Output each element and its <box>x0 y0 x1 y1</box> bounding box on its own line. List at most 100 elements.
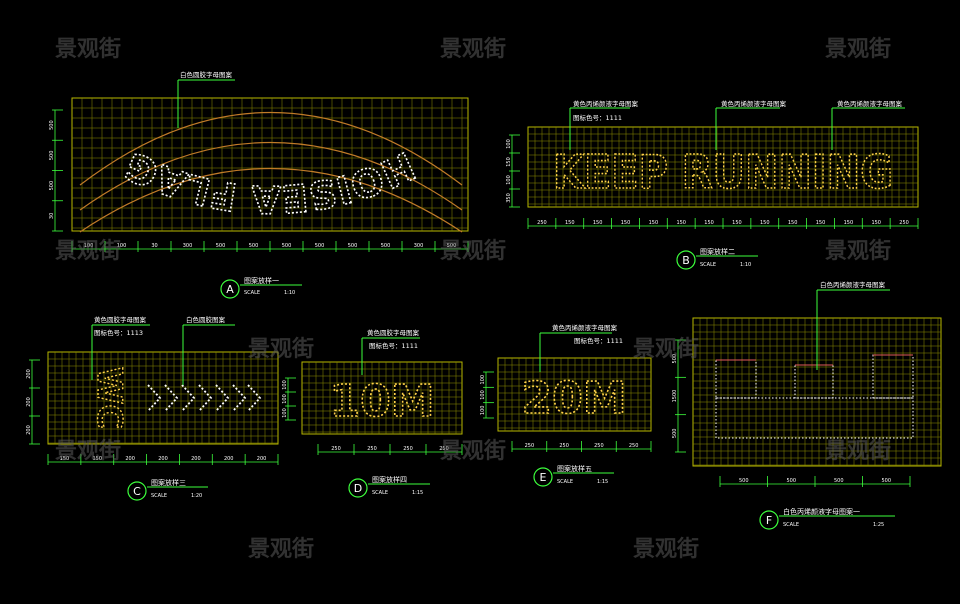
dimension-label: 250 <box>331 446 341 452</box>
watermark-text: 景观街 <box>248 536 314 562</box>
dimension-label: 350 <box>506 193 512 203</box>
dimension-label: 150 <box>60 456 70 462</box>
grid-line-path <box>498 358 651 431</box>
dimension-label: 150 <box>844 220 854 226</box>
chevron-arrow <box>147 384 162 412</box>
dimension-label: 30 <box>151 243 157 249</box>
dimension-label: 500 <box>672 429 678 439</box>
panel-b-scale-label: SCALE <box>700 262 716 268</box>
panel-a-scale-label: SCALE <box>244 290 260 296</box>
watermark-text: 景观街 <box>633 536 699 562</box>
dimension-label: 100 <box>506 175 512 185</box>
panel-b-dims-left: 100 150 100 350 <box>506 134 520 208</box>
chevron-arrow <box>247 384 262 412</box>
panel-e-grid <box>497 357 652 432</box>
panel-a-letter-circle <box>220 279 240 299</box>
panel-c-scale-value: 1:20 <box>191 493 202 499</box>
panel-b-color-code: 图标色号：1111 <box>573 113 622 122</box>
watermark-text: 景观街 <box>55 438 121 464</box>
dimension-label: 200 <box>224 456 234 462</box>
dimension-label: 500 <box>786 478 796 484</box>
panel-e-color-code: 图标色号：1111 <box>574 336 623 345</box>
panel-e-letter-circle <box>533 467 553 487</box>
panel-e-note: 黄色丙烯颜液字母图案 <box>552 323 618 332</box>
panel-b-note-3: 黄色丙烯颜液字母图案 <box>837 99 903 108</box>
dimension-label: 200 <box>26 369 32 379</box>
dimension-label: 100 <box>480 406 486 416</box>
dimension-label: 100 <box>117 243 127 249</box>
watermark-text: 景观街 <box>825 438 891 464</box>
dimension-label: 500 <box>739 478 749 484</box>
grid-lines <box>302 362 462 434</box>
panel-a-letter: A <box>226 283 234 296</box>
panel-c-title: 图案放样三 <box>151 478 186 487</box>
panel-d-letter-circle <box>348 478 368 498</box>
chevron-arrow <box>164 384 179 412</box>
panel-b-graphic-text: KEEP RUNNING <box>553 145 893 199</box>
watermark-text: 景观街 <box>440 438 506 464</box>
dimension-label: 500 <box>282 243 292 249</box>
dimension-label: 30 <box>49 213 55 219</box>
panel-a-arc <box>79 111 463 186</box>
panel-a-title: 图案放样一 <box>244 276 279 285</box>
watermark-text: 景观街 <box>633 336 699 362</box>
panel-c-color-code: 图标色号：1113 <box>94 328 143 337</box>
dimension-label: 250 <box>594 443 604 449</box>
panel-c-letter: C <box>133 485 141 498</box>
dimension-label: 200 <box>257 456 267 462</box>
watermark-text: 景观街 <box>440 238 506 264</box>
dimension-label: 150 <box>506 157 512 167</box>
dimension-label: 100 <box>506 139 512 149</box>
panel-f-letter: F <box>766 514 772 527</box>
dimension-label: 100 <box>282 408 288 418</box>
panel-a-scale-value: 1:10 <box>284 290 295 296</box>
dimension-label: 150 <box>593 220 603 226</box>
dimension-label: 150 <box>676 220 686 226</box>
dimension-label: 200 <box>191 456 201 462</box>
dimension-label: 500 <box>49 181 55 191</box>
panel-c-grid <box>47 351 279 445</box>
grid-line-path <box>72 98 468 231</box>
panel-e-graphic-text: 20M <box>521 373 626 424</box>
watermarks: 景观街 景观街 景观街 景观街 景观街 景观街 景观街 景观街 景观街 景观街 … <box>55 36 891 562</box>
panel-b-note-2: 黄色丙烯颜液字母图案 <box>721 99 787 108</box>
panel-c-note-1: 黄色圆胶字母图案 <box>94 315 147 324</box>
panel-a-note: 白色圆胶字母图案 <box>180 70 233 79</box>
dimension-label: 250 <box>367 446 377 452</box>
grid-line-path <box>302 362 462 434</box>
dimension-label: 150 <box>93 456 103 462</box>
dimension-label: 100 <box>282 394 288 404</box>
panel-e-scale-value: 1:15 <box>597 479 608 485</box>
panel-b-letter-circle <box>676 250 696 270</box>
dimension-label: 250 <box>439 446 449 452</box>
panel-d-letter: D <box>354 482 362 495</box>
chevron-arrow <box>232 384 247 412</box>
dimension-label: 150 <box>621 220 631 226</box>
chevron-arrow <box>215 384 230 412</box>
panel-a-arc <box>79 142 463 211</box>
dimension-label: 100 <box>480 375 486 385</box>
dimension-label: 500 <box>381 243 391 249</box>
dimension-label: 150 <box>871 220 881 226</box>
panel-e-scale-label: SCALE <box>557 479 573 485</box>
dimension-label: 150 <box>565 220 575 226</box>
watermark-text: 景观街 <box>825 36 891 62</box>
panel-d-note: 黄色圆胶字母图案 <box>367 328 420 337</box>
dimension-label: 300 <box>414 243 424 249</box>
dimension-label: 250 <box>629 443 639 449</box>
dimension-label: 150 <box>816 220 826 226</box>
dimension-label: 250 <box>525 443 535 449</box>
dimension-label: 150 <box>788 220 798 226</box>
dimension-label: 250 <box>899 220 909 226</box>
panel-e-title: 图案放样五 <box>557 464 592 473</box>
panel-a-grid <box>71 97 469 232</box>
